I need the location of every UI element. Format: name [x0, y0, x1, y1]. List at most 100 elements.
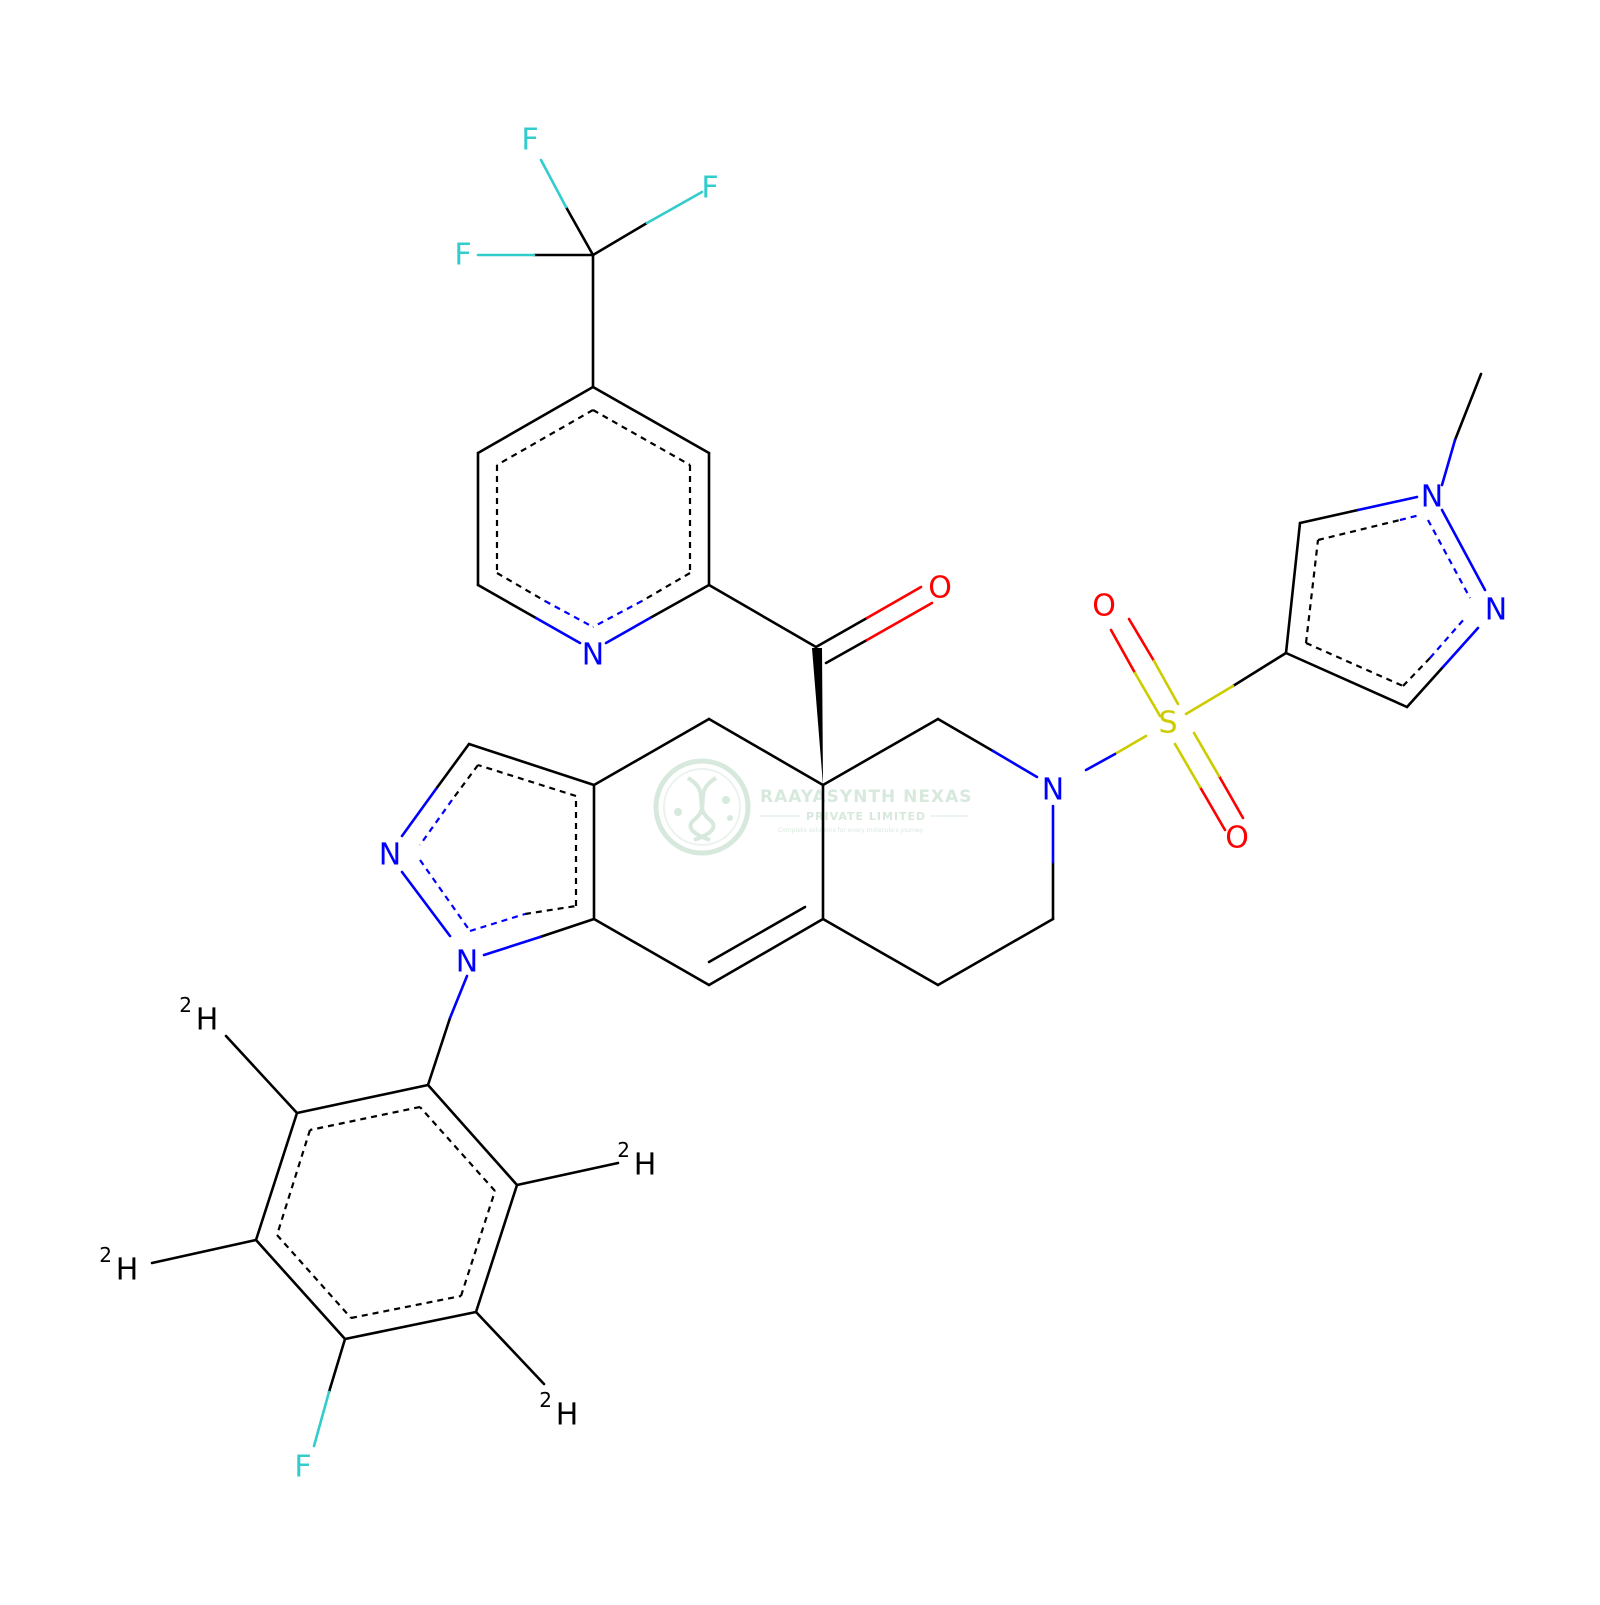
bond-ind-nn	[400, 870, 452, 938]
bond-core-7	[821, 917, 940, 987]
bond-cf3-f-right	[591, 221, 649, 257]
bond-ar-d-right	[515, 1161, 620, 1187]
bond-core-3	[821, 717, 940, 787]
atom-f-cf3-right: F	[701, 171, 718, 206]
atom-n-indazole-top: N	[379, 838, 401, 873]
bond-core-1	[707, 717, 825, 787]
bond-pz-methyl-blue	[1440, 438, 1457, 487]
atom-h-bottom: H	[556, 1398, 579, 1433]
bond-pyr-6	[648, 583, 711, 620]
atom-f-cf3-top: F	[521, 123, 538, 158]
deuterium-left: 2 H	[99, 1243, 138, 1288]
bond-carbonyl-o-2	[824, 638, 869, 665]
bond-pyr-4	[591, 385, 711, 455]
bond-ar-2	[254, 1111, 299, 1242]
bond-ar-d-left	[150, 1238, 258, 1265]
atom-h-right: H	[634, 1148, 657, 1183]
bond-ar-d-bottom	[474, 1310, 546, 1386]
bond-pz-methyl	[1453, 372, 1483, 442]
bond-pyr-1	[476, 385, 595, 455]
bond-ar-d-top	[224, 1034, 299, 1115]
bond-s-pz-black	[1231, 651, 1288, 688]
bond-ind-3	[538, 917, 596, 939]
deuterium-right: 2 H	[617, 1138, 656, 1183]
atom-o-ketone: O	[928, 571, 952, 606]
bond-o-ketone-half-2	[865, 601, 934, 642]
dna-helix-icon	[653, 758, 751, 856]
stereo-wedge-bond	[812, 648, 823, 785]
bond-f-right-half	[645, 190, 704, 225]
bond-ar-6	[426, 1083, 519, 1187]
bond-pz-3	[1284, 651, 1409, 709]
bond-pz-n1-blue	[1356, 495, 1419, 512]
isotope-label: 2	[617, 1138, 630, 1162]
bond-pyr-carbonyl	[707, 583, 818, 649]
bond-ar-1	[295, 1083, 430, 1115]
bond-so-top-red	[1109, 628, 1137, 675]
atom-n-pyrazole-methyl: N	[1421, 480, 1443, 515]
bond-cf3-f-top	[564, 205, 595, 257]
bond-so-top-yellow-2	[1152, 659, 1180, 706]
atom-n-indazole-aryl: N	[456, 945, 478, 980]
atom-h-top: H	[196, 1003, 219, 1038]
bond-core-4	[936, 717, 995, 753]
bond-n-s-blue	[1084, 752, 1117, 772]
aromatic-dashes	[275, 409, 1471, 1320]
bond-core-n-blue	[991, 749, 1039, 779]
watermark-title: RAAYASYNTH NEXAS	[760, 787, 973, 807]
bond-so-bot-yellow	[1173, 742, 1202, 789]
bond-core-9-double	[707, 905, 807, 964]
bonds	[150, 205, 1483, 1394]
atom-s-sulfonyl: S	[1158, 706, 1177, 741]
bond-pz-1	[1284, 521, 1302, 655]
bond-pz-4	[1405, 665, 1445, 709]
bond-pz-nn	[1440, 508, 1487, 592]
bond-ind-n-top	[400, 787, 438, 838]
bond-so-bot-red-2	[1217, 774, 1245, 820]
bond-o-ketone-half	[865, 585, 923, 620]
atom-n-pyrazole-ring: N	[1485, 593, 1507, 628]
bond-core-6	[936, 917, 1055, 987]
bond-ar-4	[343, 1310, 478, 1341]
bond-pz-2	[1298, 508, 1360, 525]
atom-f-cf3-left: F	[454, 238, 471, 273]
bond-core-2	[592, 717, 711, 787]
atom-h-left: H	[116, 1253, 139, 1288]
bond-carbonyl-o	[814, 616, 869, 649]
bond-so-top-red-2	[1127, 617, 1156, 663]
atom-labels: F F F N O O O S N N N N N F 2 H 2 H 2 H …	[99, 123, 1507, 1485]
atom-f-aryl: F	[294, 1450, 311, 1485]
deuterium-bottom: 2 H	[539, 1388, 578, 1433]
bond-f-top-half	[539, 158, 568, 209]
watermark-subtitle: PRIVATE LIMITED	[806, 810, 926, 823]
bond-core-9	[707, 917, 825, 987]
bond-n-s-yellow	[1113, 734, 1148, 756]
bond-ind-1	[467, 742, 596, 787]
isotope-label: 2	[99, 1243, 112, 1267]
atom-o-sulfonyl-top: O	[1092, 589, 1116, 624]
deuterium-top: 2 H	[179, 993, 218, 1038]
bond-ar-5	[474, 1183, 519, 1314]
heteroatom-bonds	[312, 158, 1487, 1448]
bond-so-top-yellow	[1133, 671, 1162, 718]
bond-s-pz-yellow	[1184, 684, 1235, 716]
bond-pz-n2-blue	[1441, 626, 1480, 669]
bond-so-bot-yellow-2	[1192, 731, 1221, 778]
bond-n-aryl-blue	[448, 974, 469, 1020]
bond-pyr-n-right	[604, 616, 652, 645]
atom-o-sulfonyl-bottom: O	[1225, 821, 1249, 856]
bond-ind-n-aryl	[482, 935, 542, 957]
atom-n-piperidine: N	[1042, 773, 1064, 808]
bond-core-10	[592, 917, 711, 987]
bond-ar-f-half	[312, 1390, 331, 1448]
bond-ar-3	[254, 1238, 347, 1341]
bond-so-bot-red	[1198, 785, 1227, 832]
watermark: RAAYASYNTH NEXAS PRIVATE LIMITED Complet…	[653, 758, 973, 856]
atom-n-pyridine: N	[582, 638, 604, 673]
bond-ar-f	[327, 1337, 347, 1394]
watermark-tagline: Complete solutions for every molecule's …	[778, 827, 924, 834]
bond-pyr-n-left	[534, 616, 582, 645]
bond-pyr-3	[476, 583, 538, 620]
